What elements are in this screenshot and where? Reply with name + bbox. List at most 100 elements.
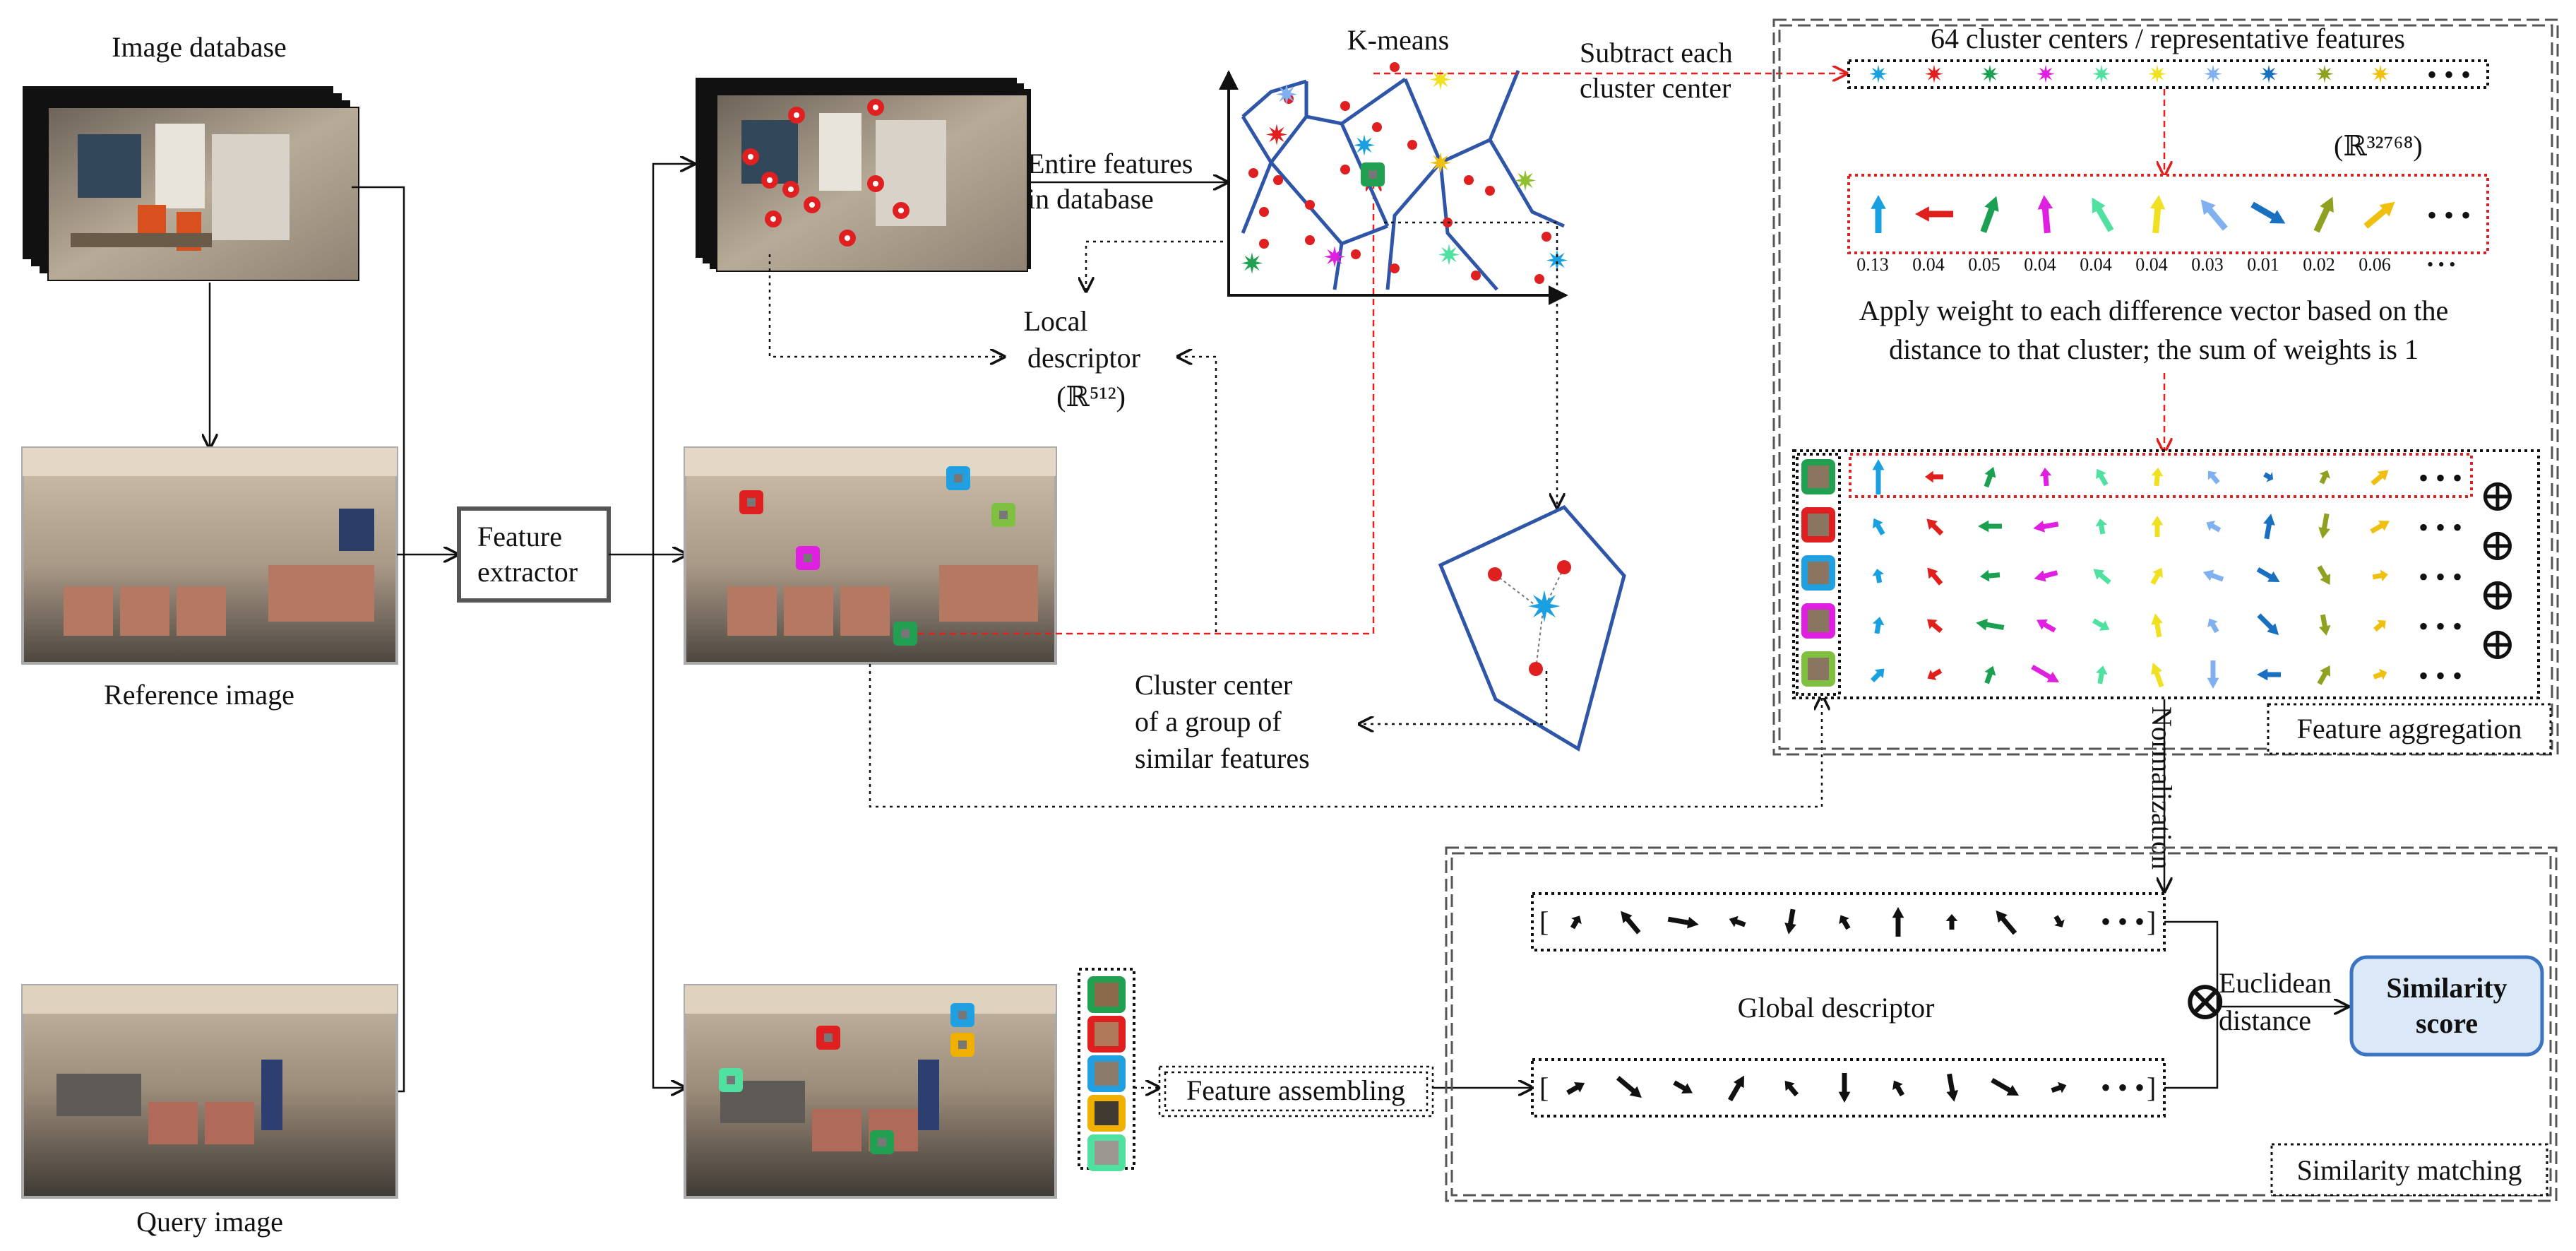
svg-text:✷: ✷ — [1429, 148, 1453, 179]
apply-weight-label-2: distance to that cluster; the sum of wei… — [1889, 333, 2419, 365]
weighted-vector-icon — [2095, 518, 2108, 535]
oplus-icon: ⊕ — [2479, 470, 2517, 521]
row-ellipsis: • • • — [2419, 610, 2462, 642]
cluster-center-icon: ✷ — [2147, 62, 2168, 88]
cluster-centers-title: 64 cluster centers / representative feat… — [1931, 23, 2405, 54]
similarity-matching-tag: Similarity matching — [2270, 1143, 2548, 1197]
cluster-center-icon: ✷ — [2371, 62, 2391, 88]
normalization-label: Normalization — [2146, 706, 2178, 870]
descriptor-arrow-icon — [1570, 915, 1582, 930]
weighted-vector-icon — [2371, 470, 2389, 486]
weighted-vector-icon — [1927, 619, 1943, 634]
oplus-icon: ⊕ — [2479, 520, 2517, 570]
weighted-vector-icon — [2202, 569, 2224, 582]
feature-aggregation-tag: Feature aggregation — [2267, 703, 2552, 755]
svg-text:✷: ✷ — [1437, 239, 1461, 271]
weight-value: 0.03 — [2191, 254, 2224, 275]
weighted-vector-icon — [2037, 619, 2056, 633]
weighted-vector-icon — [2151, 516, 2164, 537]
feature-points — [742, 99, 910, 247]
weight-value: 0.04 — [2024, 254, 2056, 275]
svg-text:✷: ✷ — [1240, 248, 1264, 280]
difference-vector-icon — [1980, 196, 1999, 233]
entire-features-label-2: in database — [1027, 183, 1154, 215]
difference-vector-icon — [2313, 196, 2334, 233]
weighted-vector-icon — [1927, 567, 1943, 586]
descriptor-arrow-icon — [1892, 907, 1904, 937]
cluster-center-icon: ✷ — [2203, 62, 2224, 88]
scatter-plot-icon: ✷ ✷ ✷ ✷ ✷ ✷ ✷ ✷ ✷ ✷ — [1219, 62, 1569, 305]
weighted-vector-icon — [2151, 663, 2164, 688]
query-bracket-open: [ — [1539, 1072, 1549, 1103]
kmeans-plot: K-means — [1219, 24, 1569, 305]
weights-ellipsis: • • • — [2427, 254, 2455, 275]
local-descriptor-label-1: Local — [1023, 305, 1087, 337]
global-descriptor-label: Global descriptor — [1738, 992, 1935, 1024]
descriptor-arrow-icon — [1996, 910, 2017, 935]
feature-extractor-label-2: extractor — [477, 556, 578, 588]
descriptor-arrow-icon — [1727, 1075, 1744, 1102]
oplus-icon: ⊕ — [2479, 569, 2517, 619]
descriptor-arrow-icon — [1667, 916, 1699, 929]
weight-value: 0.06 — [2359, 254, 2391, 275]
reference-image: Reference image — [21, 446, 398, 711]
local-descriptor-dim: (ℝ⁵¹²) — [1056, 381, 1126, 413]
weighted-vector-icon — [2092, 618, 2110, 631]
weight-value: 0.01 — [2247, 254, 2279, 275]
weighted-vector-icon — [2318, 614, 2331, 636]
weighted-vector-icon — [2263, 472, 2274, 482]
weighted-vector-icon — [2373, 619, 2386, 632]
similarity-score-box: Similarity score — [2349, 955, 2544, 1057]
weighted-vector-icon — [2033, 521, 2059, 533]
aggregation-matrix: • • •• • •• • •• • •• • • ⊕⊕⊕⊕ — [1792, 449, 2540, 699]
image-database-label: Image database — [112, 31, 287, 63]
query-ellipsis: • • • — [2101, 1072, 2145, 1103]
weighted-vector-icon — [1872, 617, 1885, 634]
cluster-center-icon: ✷ — [2259, 62, 2279, 88]
weighted-vector-icon — [2031, 664, 2060, 682]
descriptor-arrow-icon — [1566, 1082, 1585, 1096]
weighted-vector-icon — [1984, 466, 1996, 488]
weighted-vector-icon — [2034, 570, 2058, 582]
difference-vector-icon — [2037, 195, 2053, 234]
descriptor-arrow-icon — [1946, 1073, 1959, 1102]
weighted-vector-icon — [2373, 668, 2387, 680]
centers-ellipsis: • • • — [2427, 59, 2471, 90]
descriptor-arrow-icon — [1616, 1076, 1642, 1098]
weighted-vector-icon — [1984, 665, 1996, 684]
weighted-vector-icon — [1927, 668, 1943, 680]
descriptor-arrow-icon — [2053, 915, 2065, 927]
weighted-vector-icon — [2206, 521, 2222, 533]
query-feature-image — [684, 984, 1057, 1199]
difference-vectors — [1871, 195, 2395, 234]
weighted-vector-icon — [2317, 565, 2331, 585]
descriptor-arrow-icon — [1784, 908, 1796, 935]
difference-vector-icon — [2250, 201, 2286, 224]
feature-assembling-box: Feature assembling — [1158, 1065, 1434, 1117]
weighted-vector-icon — [2039, 468, 2052, 487]
db-bracket-open: [ — [1539, 906, 1549, 937]
difference-vector-icon — [1915, 206, 1953, 222]
db-ellipsis: • • • — [2101, 906, 2145, 937]
descriptor-arrow-icon — [1729, 915, 1746, 927]
similarity-matching-label: Similarity matching — [2297, 1154, 2522, 1186]
descriptor-arrow-icon — [2051, 1081, 2067, 1093]
feature-extractor-box: Feature extractor — [457, 506, 611, 603]
weight-value: 0.04 — [1912, 254, 1945, 275]
global-descriptor-arrows-query — [1566, 1073, 2067, 1103]
otimes-icon: ⊗ — [2182, 970, 2228, 1031]
weighted-vector-icon — [2372, 569, 2388, 582]
weighted-vector-icon — [2257, 613, 2279, 636]
difference-vector-row: • • • — [1847, 174, 2489, 254]
cluster-center-icon: ✷ — [1868, 62, 1889, 88]
weighted-vector-icon — [2207, 618, 2219, 634]
svg-text:✷: ✷ — [1352, 130, 1376, 162]
cluster-center-icon: ✷ — [1980, 62, 2000, 88]
weighted-vector-icon — [2096, 468, 2109, 487]
image-database: Image database — [23, 31, 359, 281]
local-descriptor-label-2: descriptor — [1027, 342, 1140, 374]
weighted-vector-icon — [2319, 470, 2331, 485]
weighted-vector-icon — [2093, 569, 2111, 585]
weighted-vector-icon — [2095, 665, 2108, 684]
